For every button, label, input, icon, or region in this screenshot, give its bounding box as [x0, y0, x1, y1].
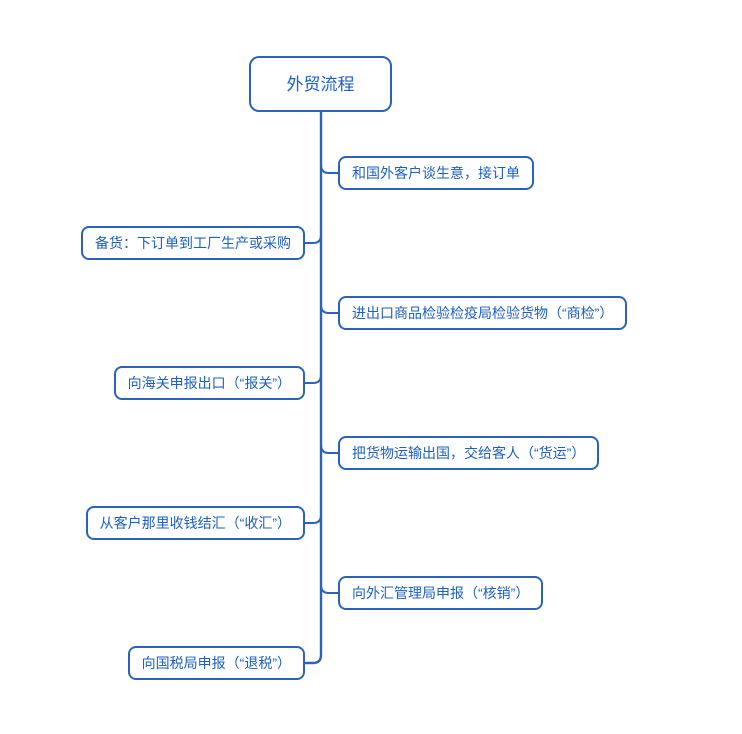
branch-connector-6 — [304, 514, 322, 524]
branch-node-customs-declaration[interactable]: 向海关申报出口（“报关”） — [113, 366, 305, 400]
branch-node-tax-refund[interactable]: 向国税局申报（“退税”） — [127, 646, 305, 680]
trunk-line — [304, 112, 323, 665]
branch-connector-3 — [320, 304, 339, 314]
branch-connector-5 — [320, 444, 339, 454]
root-topic-node[interactable]: 外贸流程 — [249, 56, 392, 112]
branch-node-commodity-inspection[interactable]: 进出口商品检验检疫局检验货物（“商检”） — [338, 296, 628, 330]
branch-node-prepare-goods[interactable]: 备货：下订单到工厂生产或采购 — [81, 226, 305, 260]
branch-connector-4 — [304, 374, 322, 384]
branch-connector-7 — [320, 584, 339, 594]
branch-node-talk-business[interactable]: 和国外客户谈生意，接订单 — [338, 156, 534, 190]
branch-node-collect-payment[interactable]: 从客户那里收钱结汇（“收汇”） — [85, 506, 305, 540]
branch-connector-2 — [304, 234, 322, 244]
branch-node-freight[interactable]: 把货物运输出国，交给客人（“货运”） — [338, 436, 600, 470]
branch-connector-1 — [320, 164, 339, 174]
branch-node-forex-verification[interactable]: 向外汇管理局申报（“核销”） — [338, 576, 544, 610]
